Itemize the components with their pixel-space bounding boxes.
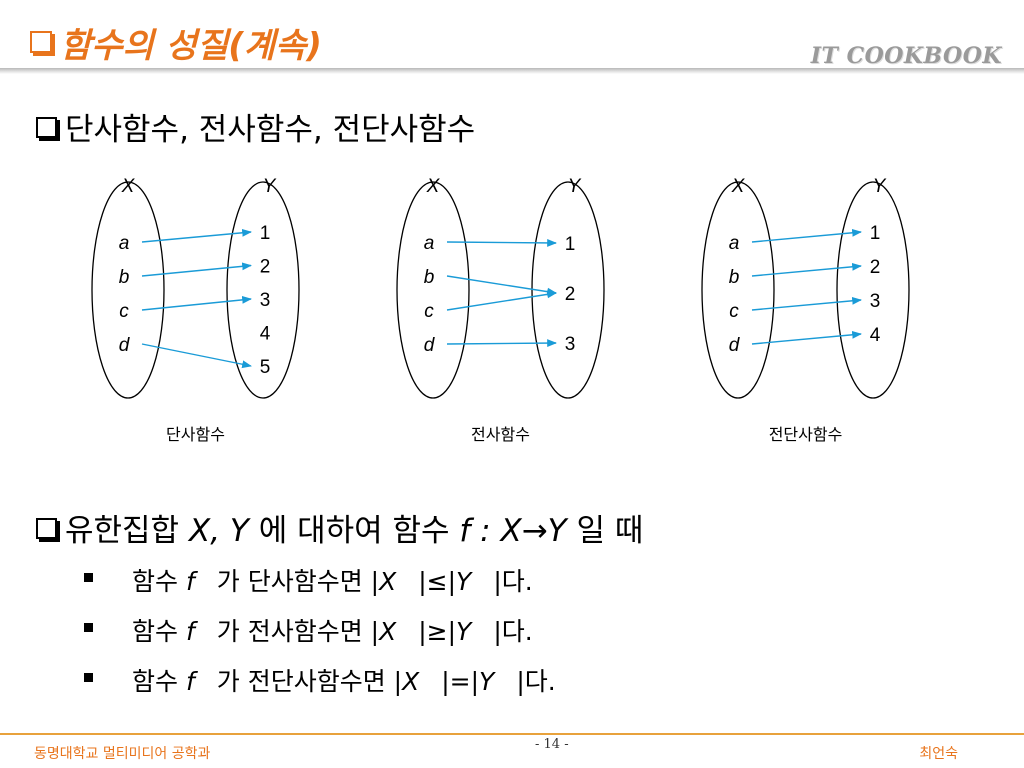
mapping-arrow (751, 228, 862, 243)
footer-divider (0, 733, 1024, 735)
item-x: X (379, 617, 397, 646)
codomain-element: 3 (260, 290, 271, 311)
item-f: f (185, 567, 195, 596)
heading-finite-sets: 유한집합 X, Y 에 대하여 함수 f : X→Y 일 때 (36, 505, 643, 550)
codomain-element: 4 (870, 325, 881, 346)
domain-element: b (729, 267, 740, 288)
domain-element: b (424, 267, 435, 288)
heading2-func: f : X→Y (459, 513, 567, 549)
domain-element: b (119, 267, 130, 288)
checkbox-bullet-icon (30, 31, 52, 53)
item-relation: |≤| (418, 567, 457, 596)
checkbox-bullet-icon (36, 117, 57, 138)
mapping-arrow (141, 343, 252, 369)
domain-element: d (119, 335, 131, 356)
item-y: Y (479, 667, 495, 696)
mapping-arrow (446, 275, 557, 296)
domain-ellipse (91, 181, 165, 399)
domain-element: d (424, 335, 436, 356)
heading2-middle: 에 대하여 함수 (258, 513, 450, 549)
set-label-x: X (121, 176, 136, 197)
set-label-x: X (731, 176, 746, 197)
item-end: |다. (493, 617, 533, 646)
codomain-ellipse (226, 181, 300, 399)
diagram-caption: 전단사함수 (769, 425, 843, 444)
codomain-ellipse (836, 181, 910, 399)
mapping-arrow (446, 238, 557, 247)
domain-element: c (729, 301, 739, 322)
footer-department: 동명대학교 멀티미디어 공학과 (34, 746, 211, 762)
mapping-arrow (751, 330, 862, 345)
item-prefix: 함수 (132, 667, 179, 696)
codomain-element: 2 (260, 257, 271, 278)
item-relation: |=| (441, 667, 480, 696)
domain-element: c (119, 301, 129, 322)
checkbox-bullet-icon (36, 518, 57, 539)
item-relation: |≥| (418, 617, 457, 646)
set-label-x: X (426, 176, 441, 197)
mapping-arrow (446, 290, 557, 311)
item-y: Y (456, 617, 472, 646)
mapping-arrow (141, 262, 252, 277)
domain-ellipse (701, 181, 775, 399)
title-divider (0, 68, 1024, 74)
item-x: X (402, 667, 420, 696)
item-text: 가 단사함수면 | (216, 567, 380, 596)
set-label-y: Y (873, 176, 887, 197)
footer-page-number: - 14 - (535, 737, 569, 752)
domain-element: d (729, 335, 741, 356)
heading-function-types: 단사함수, 전사함수, 전단사함수 (36, 104, 475, 149)
codomain-ellipse (531, 181, 605, 399)
heading2-prefix: 유한집합 (65, 513, 180, 549)
heading-function-types-text: 단사함수, 전사함수, 전단사함수 (65, 112, 476, 148)
codomain-element: 3 (565, 334, 576, 355)
domain-element: a (424, 233, 435, 254)
codomain-element: 1 (870, 223, 881, 244)
domain-element: a (119, 233, 130, 254)
item-end: |다. (493, 567, 533, 596)
codomain-element: 1 (260, 223, 271, 244)
mapping-arrow (141, 228, 252, 243)
list-item-injective: 함수 f 가 단사함수면 |X |≤|Y |다. (84, 562, 533, 598)
slide-title-text: 함수의 성질(계속) (60, 26, 322, 66)
mapping-arrow (751, 296, 862, 311)
heading2-sets: X, Y (188, 513, 249, 549)
item-x: X (379, 567, 397, 596)
set-label-y: Y (568, 176, 582, 197)
domain-element: a (729, 233, 740, 254)
footer-author: 최언숙 (919, 746, 958, 762)
codomain-element: 2 (565, 284, 576, 305)
mapping-arrow (751, 262, 862, 277)
set-label-y: Y (263, 176, 277, 197)
codomain-element: 5 (260, 357, 271, 378)
item-end: |다. (516, 667, 556, 696)
list-item-surjective: 함수 f 가 전사함수면 |X |≥|Y |다. (84, 612, 533, 648)
item-text: 가 전단사함수면 | (216, 667, 403, 696)
item-prefix: 함수 (132, 617, 179, 646)
mapping-arrow (446, 339, 557, 348)
list-item-bijective: 함수 f 가 전단사함수면 |X |=|Y |다. (84, 662, 556, 698)
item-y: Y (456, 567, 472, 596)
item-prefix: 함수 (132, 567, 179, 596)
item-text: 가 전사함수면 | (216, 617, 380, 646)
codomain-element: 2 (870, 257, 881, 278)
heading2-suffix: 일 때 (576, 513, 644, 549)
diagram-caption: 단사함수 (166, 425, 225, 444)
domain-ellipse (396, 181, 470, 399)
mapping-arrow (141, 295, 252, 311)
domain-element: c (424, 301, 434, 322)
codomain-element: 3 (870, 291, 881, 312)
diagram-caption: 전사함수 (471, 425, 530, 444)
codomain-element: 4 (260, 324, 271, 345)
item-f: f (185, 617, 195, 646)
slide-title: 함수의 성질(계속) (30, 18, 322, 67)
codomain-element: 1 (565, 234, 576, 255)
item-f: f (185, 667, 195, 696)
brand-logo-text: IT COOKBOOK (810, 43, 1002, 69)
